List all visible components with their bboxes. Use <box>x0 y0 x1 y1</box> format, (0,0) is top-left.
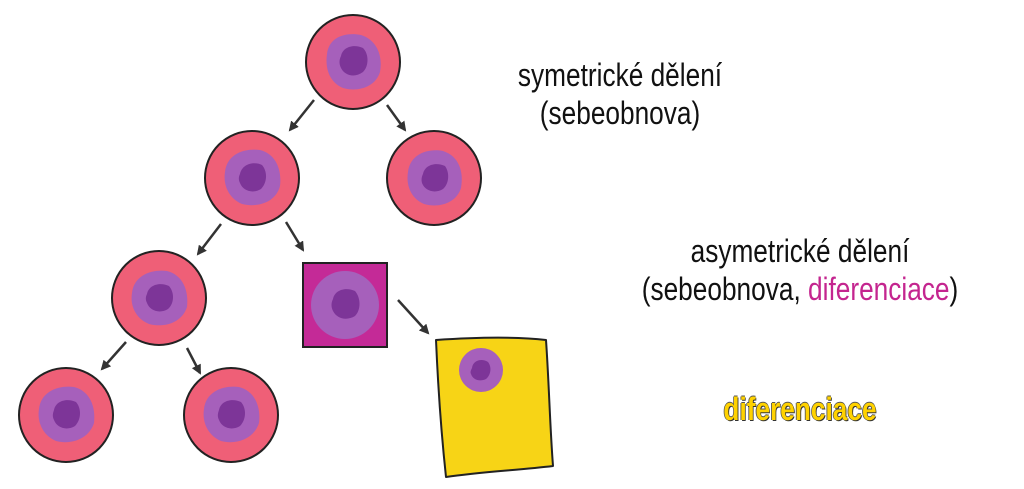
arrow-icon <box>196 223 222 256</box>
stem-cell-icon <box>183 367 279 463</box>
stem-cell-icon <box>386 130 482 226</box>
asymmetric-subtitle-suffix: ) <box>949 271 959 307</box>
asymmetric-division-title: asymetrické dělení <box>690 233 910 269</box>
symmetric-division-title: symetrické dělení <box>517 57 723 93</box>
differentiated-cell-icon <box>435 336 554 478</box>
symmetric-division-subtitle: (sebeobnova) <box>539 95 701 131</box>
arrow-icon <box>288 99 315 132</box>
asymmetric-subtitle-prefix: (sebeobnova, <box>641 271 809 307</box>
symmetric-division-label: symetrické dělení (sebeobnova) <box>472 56 767 132</box>
stem-cell-icon <box>204 130 300 226</box>
differentiation-label: diferenciace <box>723 391 877 427</box>
stem-cell-icon <box>18 367 114 463</box>
progenitor-square-icon <box>302 262 388 348</box>
arrow-icon <box>100 341 127 371</box>
stem-cell-icon <box>305 14 401 110</box>
asymmetric-division-subtitle: (sebeobnova, diferenciace) <box>587 270 1013 308</box>
arrow-icon <box>284 221 305 252</box>
asymmetric-subtitle-highlight: diferenciace <box>808 271 950 307</box>
asymmetric-division-label: asymetrické dělení (sebeobnova, diferenc… <box>587 232 1013 308</box>
arrows <box>100 99 430 375</box>
arrow-icon <box>385 104 407 132</box>
arrow-icon <box>397 299 430 335</box>
stem-cell-icon <box>111 250 207 346</box>
arrow-icon <box>185 347 202 375</box>
